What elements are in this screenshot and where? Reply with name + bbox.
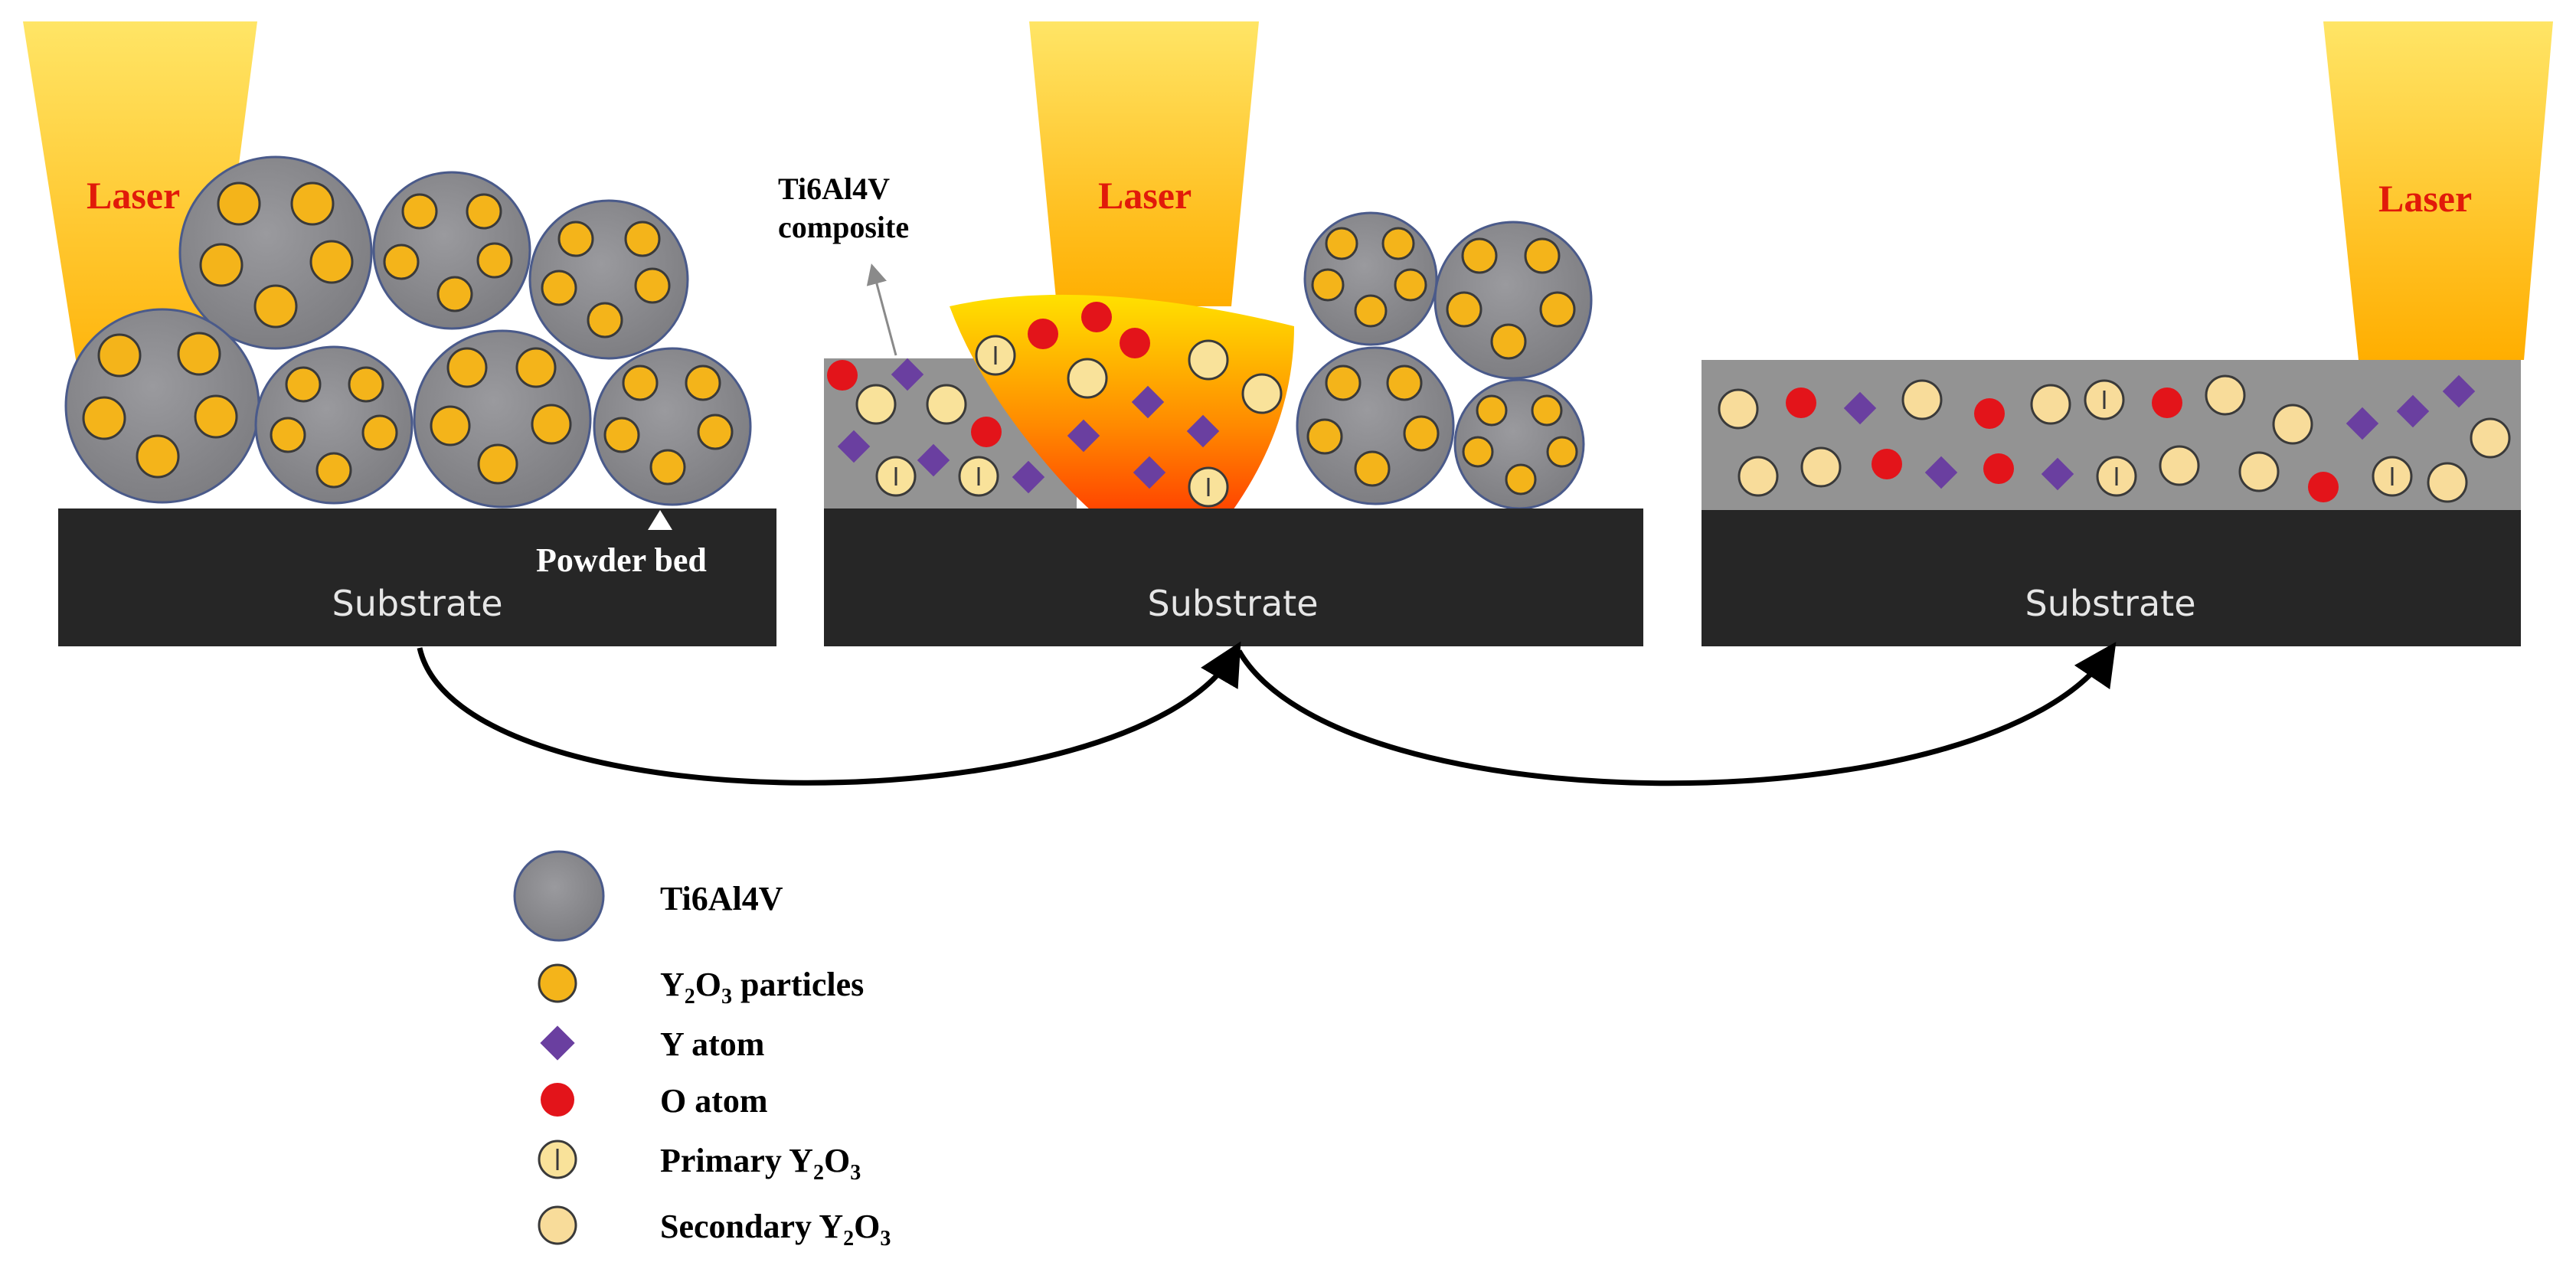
laser-beam-3: [2323, 21, 2553, 360]
laser-label-1: Laser: [87, 174, 180, 217]
legend-label-o-atom: O atom: [660, 1082, 768, 1120]
stage-3-solidified: Laser Substrate: [1702, 21, 2553, 646]
ti6al4v-particle-icon: [513, 850, 605, 942]
powder-bed-label: Powder bed: [536, 541, 707, 579]
legend-label-secondary-y2o3: Secondary Y2O3: [660, 1208, 891, 1251]
y-atom-diamond-icon: [540, 1025, 575, 1061]
y2o3-3: [1718, 374, 2511, 503]
process-arrow-1: [417, 641, 1241, 786]
stage-1-powder-bed: Laser Substr: [23, 21, 776, 646]
y2o3-inclusions: [82, 181, 734, 489]
laser-label-2: Laser: [1098, 174, 1192, 217]
o-atom-circle-icon: [541, 1083, 574, 1117]
y2o3-inclusions-2: [1306, 227, 1578, 495]
secondary-y2o3-icon: [538, 1205, 577, 1245]
laser-beam-2: [1029, 21, 1259, 306]
primary-y2o3-marks-2: [894, 346, 1210, 496]
y-atoms-2: [837, 358, 1220, 494]
legend-label-y-atom: Y atom: [660, 1025, 764, 1063]
substrate-1: [58, 508, 776, 646]
stage-2-melting: Laser: [778, 21, 1643, 646]
composite-label-line2: composite: [778, 210, 909, 244]
composite-label-line1: Ti6Al4V: [778, 172, 890, 206]
laser-label-3: Laser: [2378, 177, 2472, 220]
legend-label-ti6al4v: Ti6Al4V: [660, 880, 783, 917]
o-atoms-3: [1786, 387, 2339, 502]
process-arrow-2: [1236, 642, 2117, 786]
substrate-label-2: Substrate: [1148, 583, 1319, 624]
y2o3-particle-icon: [538, 963, 577, 1003]
legend-label-primary-y2o3: Primary Y2O3: [660, 1142, 861, 1185]
powder-bed-pointer: [648, 510, 672, 530]
legend-label-y2o3-particles: Y2O3 particles: [660, 966, 864, 1009]
primary-y2o3-marks-3: [2103, 391, 2394, 486]
composite-pointer-arrow: [866, 263, 897, 356]
substrate-3: [1702, 510, 2521, 646]
substrate-2: [824, 508, 1643, 646]
legend: Ti6Al4V Y2O3 particles Y atom O atom Pri…: [513, 850, 891, 1251]
substrate-label-3: Substrate: [2025, 583, 2196, 624]
substrate-label-1: Substrate: [332, 583, 503, 624]
o-atoms-2: [827, 302, 1150, 447]
